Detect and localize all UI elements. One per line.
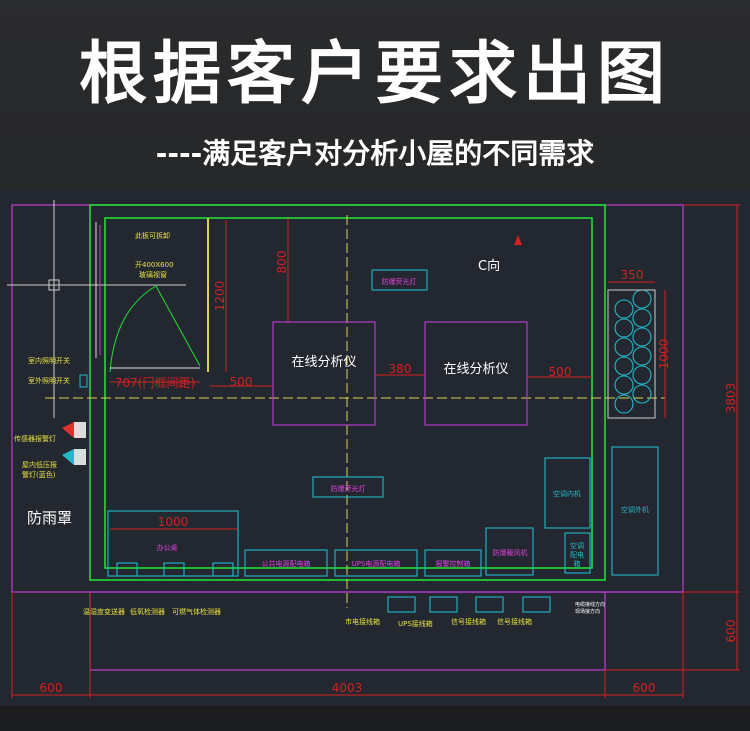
desk-label: 办公桌 [157,543,178,552]
cabinet-label-ups-power: UPS电源配电箱 [352,559,401,568]
ac-power-label-1: 空调 [570,541,584,550]
dim-1000-rack: 1000 [657,339,671,370]
cabinet-label-public-power: 公共电源配电箱 [262,559,311,568]
light-label-2: 防爆荧光灯 [331,484,366,493]
alarm-light-icons [62,374,88,465]
junction-label-signal-1: 信号接线箱 [451,617,486,626]
note-window-1: 开400X600 [135,261,174,269]
dim-500-left: 500 [230,375,253,389]
label-low-pressure-alarm-2: 警灯(蓝色) [22,470,56,479]
dim-door-gap: 707(门框间距) [115,375,195,390]
cable-note-2: 现场接方向 [575,608,600,615]
analyzer-label-2: 在线分析仪 [443,362,508,377]
analyzer-label-1: 在线分析仪 [291,355,356,370]
junction-label-signal-2: 信号接线箱 [497,617,532,626]
detector-label-combustible-gas: 可燃气体检测器 [172,607,221,616]
dim-380: 380 [389,362,412,376]
label-sensor-alarm-light: 传感器报警灯 [14,434,56,443]
rain-cover-label: 防雨罩 [27,509,72,527]
ac-power-label-3: 箱 [574,559,581,568]
dim-1200: 1200 [213,281,227,312]
dim-500-right: 500 [549,365,572,379]
ac-power-label-2: 配电 [570,550,584,559]
label-low-pressure-alarm-1: 屋内低压报 [22,460,57,469]
light-label-1: 防爆荧光灯 [382,277,417,286]
page-title: 根据客户要求出图 [78,35,671,114]
ac-outdoor-label: 空调外机 [621,505,649,514]
junction-label-mains: 市电接线箱 [345,617,380,626]
dim-right-600: 600 [633,681,656,695]
dim-800: 800 [275,251,289,274]
cabinet-label-alarm-control: 报警控制箱 [436,559,471,568]
dim-1000-desk: 1000 [158,515,189,529]
dim-bottom-600: 600 [724,620,738,643]
label-outdoor-light-switch: 室外照明开关 [28,376,70,385]
dim-left-600: 600 [40,681,63,695]
ac-indoor-label: 空调内机 [553,489,581,498]
drawing-background [0,190,750,706]
dimension-lines [11,204,740,698]
cable-note-1: 电缆接线方向 [575,601,605,608]
note-removable-panel: 此板可拆卸 [135,231,170,240]
detector-label-temp-humidity: 温湿度变送器 [83,607,125,616]
analyzer-boxes [272,321,528,426]
cabinet-label-heater: 防爆暖风机 [493,548,528,557]
label-indoor-light-switch: 室内照明开关 [28,356,70,365]
cylinder-rack [607,289,656,419]
center-lines [45,215,665,608]
dim-total-height: 3803 [724,383,738,414]
door [95,218,209,373]
detector-label-low-oxygen: 低氧检测器 [130,607,165,616]
view-arrow-icon [514,235,522,245]
page-subtitle: ----满足客户对分析小屋的不同需求 [155,137,595,170]
dim-350: 350 [621,268,644,282]
junction-label-ups: UPS接线箱 [398,619,433,628]
view-label: C向 [478,258,500,274]
dim-total-width: 4003 [332,681,363,695]
note-window-2: 玻璃视窗 [139,270,167,279]
